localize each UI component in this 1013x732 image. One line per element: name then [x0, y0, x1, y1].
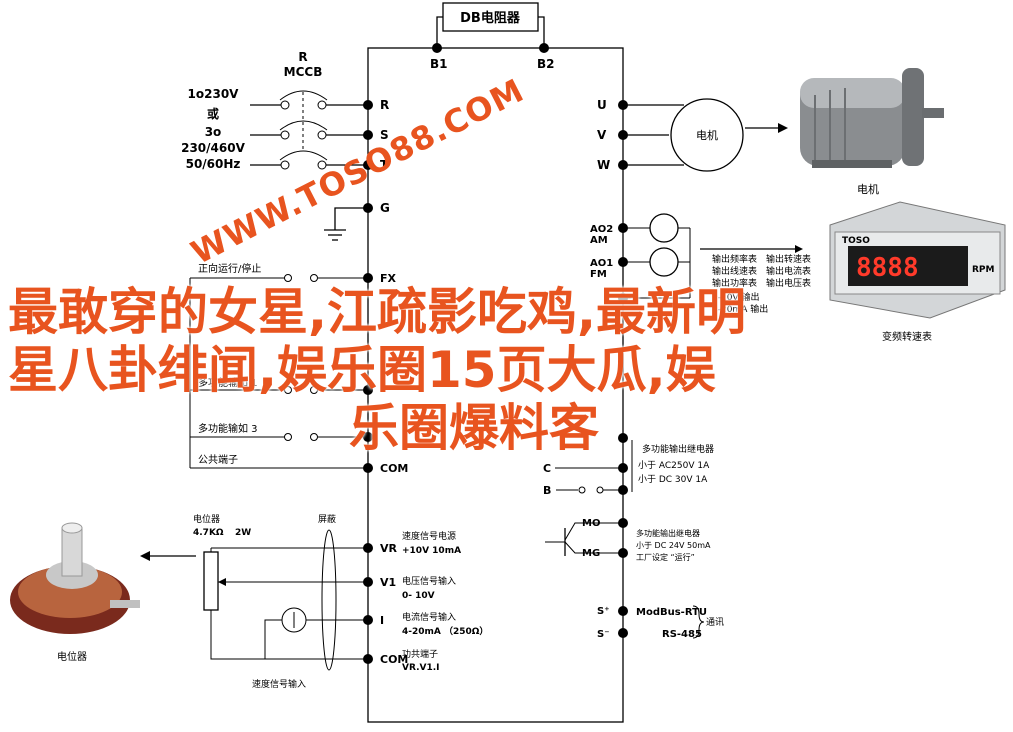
relay-title: 多功能输出继电器	[642, 443, 714, 455]
terminal-ao2: AO2	[590, 224, 613, 235]
vr-desc: 速度信号电源	[402, 530, 456, 542]
power-spec-5: 50/60Hz	[186, 157, 241, 171]
terminal-c: C	[543, 462, 551, 475]
headline-line-3: 乐圈爆料客	[349, 399, 599, 457]
relay-dc: 小于 DC 30V 1A	[638, 474, 708, 485]
tachometer-label: 变频转速表	[882, 330, 932, 343]
ao-text-3: 输出功率表	[712, 277, 757, 289]
tachometer-unit: RPM	[972, 265, 995, 275]
relay-ac: 小于 AC250V 1A	[638, 460, 710, 471]
terminal-am: AM	[590, 235, 608, 246]
terminal-com: COM	[380, 462, 408, 475]
speed-signal-input: 速度信号输入	[252, 678, 306, 690]
com-desc: 功共端子	[402, 648, 438, 660]
terminal-i: I	[380, 614, 384, 627]
terminal-t: T	[380, 158, 389, 172]
terminal-b: B	[543, 484, 551, 497]
terminal-v: V	[597, 128, 607, 142]
terminal-ao1: AO1	[590, 258, 613, 269]
pot-power: 2W	[235, 528, 251, 538]
shield-symbol	[321, 529, 337, 671]
terminal-b2: B2	[537, 57, 555, 71]
terminal-fx: FX	[380, 272, 397, 285]
terminal-u: U	[597, 98, 607, 112]
terminal-g: G	[380, 201, 390, 215]
digital-inputs: 正向运行/停止 多功能输如 1 多功能输如 3 公共端子	[189, 262, 368, 469]
i-desc: 电流信号输入	[402, 611, 456, 623]
terminal-s-minus: S⁻	[597, 629, 609, 640]
terminal-b1: B1	[430, 57, 448, 71]
mccb-r-label: R	[298, 50, 307, 64]
vr-spec: +10V 10mA	[402, 546, 461, 556]
power-spec-4: 230/460V	[181, 141, 245, 155]
mccb-breakers	[250, 90, 368, 170]
comm-rs485: RS-485	[662, 629, 702, 640]
ao-text-2: 输出线速表	[712, 265, 757, 277]
power-spec-2: 或	[207, 106, 219, 121]
potentiometer-symbol	[140, 547, 368, 660]
comm-label: 通讯	[706, 617, 724, 628]
comm-modbus: ModBus-RTU	[636, 607, 707, 618]
potentiometer-image	[10, 522, 140, 634]
oc-dc: 小于 DC 24V 50mA	[636, 541, 711, 550]
headline-line-2: 星八卦绯闻,娱乐圈15页大瓜,娱	[8, 341, 716, 399]
ao-text-5: 输出电流表	[766, 265, 811, 277]
input-multi3-label: 多功能输如 3	[198, 422, 258, 435]
tachometer-image: 8888 RPM TOSO	[829, 201, 1006, 319]
i-spec: 4-20mA （250Ω）	[402, 626, 488, 637]
meter-am-symbol	[649, 213, 679, 243]
terminal-r: R	[380, 98, 389, 112]
oc-title: 多功能输出继电器	[636, 528, 700, 538]
power-spec-1: 1o230V	[188, 87, 240, 101]
pot-label: 电位器	[193, 513, 220, 525]
pot-image-label: 电位器	[57, 650, 87, 663]
mccb-label: MCCB	[284, 65, 323, 79]
v1-desc: 电压信号输入	[402, 575, 456, 587]
headline-line-1: 最敢穿的女星,江疏影吃鸡,最新明	[8, 283, 746, 341]
terminal-v1: V1	[380, 576, 396, 589]
com-spec: VR.V1.I	[402, 663, 439, 673]
fm-spec-1: 0-10V 输出	[712, 291, 759, 303]
tachometer-display: 8888	[856, 253, 919, 283]
ao-text-1: 输出频率表	[712, 253, 757, 265]
input-fwd-label: 正向运行/停止	[198, 262, 261, 275]
terminal-com-analog: COM	[380, 653, 408, 666]
ao-text-6: 输出电压表	[766, 277, 811, 289]
terminal-vr: VR	[380, 542, 398, 555]
terminal-w: W	[597, 158, 610, 172]
terminal-s-plus: S⁺	[597, 606, 609, 617]
v1-spec: 0- 10V	[402, 591, 435, 601]
motor-symbol	[670, 98, 744, 172]
motor-symbol-label: 电机	[696, 128, 718, 142]
terminal-s: S	[380, 128, 389, 142]
meter-fm-symbol	[649, 247, 679, 277]
ao-text-4: 输出转速表	[766, 253, 811, 265]
input-multi1-label: 多功能输如 1	[198, 376, 258, 389]
shield-label: 屏蔽	[318, 513, 336, 525]
terminal-fm: FM	[590, 269, 607, 280]
pot-value: 4.7KΩ	[193, 528, 224, 538]
fm-spec-2: 4-20mA 输出	[712, 303, 768, 315]
input-common-label: 公共端子	[198, 453, 238, 466]
power-spec-3: 3o	[205, 125, 222, 139]
braking-resistor-label: DB电阻器	[460, 10, 521, 26]
motor-image	[800, 68, 944, 168]
tachometer-brand: TOSO	[842, 236, 870, 246]
current-source	[264, 607, 368, 659]
motor-image-label: 电机	[857, 182, 879, 196]
oc-default: 工厂设定 “运行”	[636, 552, 695, 562]
